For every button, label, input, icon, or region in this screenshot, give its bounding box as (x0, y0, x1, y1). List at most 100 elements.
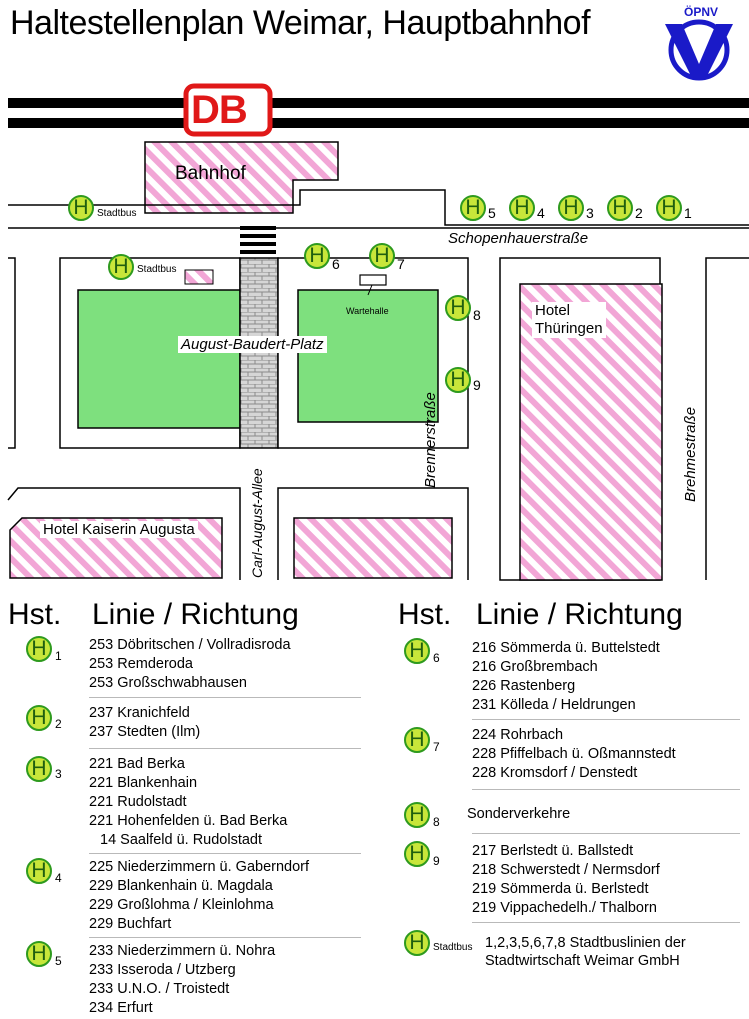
bahnhof-label: Bahnhof (175, 163, 246, 184)
curb-west (8, 257, 16, 449)
stop-9-number: 9 (473, 377, 481, 393)
legend-separator (472, 833, 740, 834)
legend-line: 219 Vippachedelh./ Thalborn (472, 900, 657, 916)
legend-stop-8-number: 8 (433, 815, 440, 829)
legend-separator (89, 853, 361, 854)
stop-5-marker[interactable]: H (460, 195, 486, 221)
august-baudert-platz-label: August-Baudert-Platz (178, 336, 327, 353)
crosswalk (240, 226, 276, 254)
legend-stop-7-number: 7 (433, 740, 440, 754)
legend-stop-stadtbus-label: Stadtbus (433, 942, 473, 953)
legend-line: 237 Stedten (Ilm) (89, 724, 201, 740)
stop-7-number: 7 (397, 256, 405, 272)
legend-separator (472, 719, 740, 720)
rail-track-lower (8, 118, 749, 128)
stop-2-marker[interactable]: H (607, 195, 633, 221)
legend-line: 221 Blankenhain (89, 775, 198, 791)
legend-line: 221 Hohenfelden ü. Bad Berka (89, 813, 288, 829)
legend-line: 233 U.N.O. / Troistedt (89, 981, 230, 997)
legend-stop-4-marker: H (26, 858, 52, 884)
page-title: Haltestellenplan Weimar, Hauptbahnhof (10, 4, 591, 42)
legend-left-hst-header: Hst. (8, 598, 62, 631)
legend-line: 228 Kromsdorf / Denstedt (472, 765, 638, 781)
oepnv-v-icon (665, 24, 733, 80)
legend-line: 218 Schwerstedt / Nermsdorf (472, 862, 660, 878)
legend-stop-5-number: 5 (55, 954, 62, 968)
stop-5-number: 5 (488, 205, 496, 221)
legend-stop-7-marker: H (404, 727, 430, 753)
legend-line: Stadtwirtschaft Weimar GmbH (485, 953, 680, 969)
legend-stop-1-marker: H (26, 636, 52, 662)
stop-8-marker[interactable]: H (445, 295, 471, 321)
carl-august-allee-paving (239, 257, 279, 449)
green-area-east (297, 289, 439, 423)
legend-line: 229 Buchfart (89, 916, 172, 932)
legend-line: 224 Rohrbach (472, 727, 564, 743)
oepnv-logo: ÖPNV (665, 4, 733, 81)
wartehalle-pointer (367, 284, 373, 296)
legend-line: 226 Rastenberg (472, 678, 576, 694)
db-logo-label: DB (191, 88, 248, 132)
stop-3-number: 3 (586, 205, 594, 221)
legend-stop-stadtbus-marker: H (404, 930, 430, 956)
stop-7-marker[interactable]: H (369, 243, 395, 269)
stop-9-marker[interactable]: H (445, 367, 471, 393)
schopenhauerstrasse-label: Schopenhauerstraße (448, 230, 589, 247)
legend-separator (472, 789, 740, 790)
brehmestrasse-label: Brehmestraße (682, 406, 699, 502)
stop-1-marker[interactable]: H (656, 195, 682, 221)
legend-line: 233 Isseroda / Utzberg (89, 962, 236, 978)
legend-line: 229 Großlohma / Kleinlohma (89, 897, 274, 913)
legend-line: 229 Blankenhain ü. Magdala (89, 878, 273, 894)
legend-stop-9-number: 9 (433, 854, 440, 868)
oepnv-logo-label: ÖPNV (684, 4, 718, 19)
bahnhof-building (144, 141, 339, 214)
stop-stadtbus-west-label: Stadtbus (137, 264, 177, 275)
legend-separator (89, 937, 361, 938)
legend-line: 221 Rudolstadt (89, 794, 187, 810)
stop-3-marker[interactable]: H (558, 195, 584, 221)
legend-line: 14 Saalfeld ü. Rudolstadt (100, 832, 263, 848)
legend-stop-9-marker: H (404, 841, 430, 867)
stop-stadtbus-west[interactable]: H (108, 254, 134, 280)
stop-4-marker[interactable]: H (509, 195, 535, 221)
legend-line: 253 Döbritschen / Vollradisroda (89, 637, 291, 653)
legend-stop-3-marker: H (26, 756, 52, 782)
curb-east (705, 257, 749, 580)
legend-stop-8-marker: H (404, 802, 430, 828)
stop-2-number: 2 (635, 205, 643, 221)
station-map (7, 83, 749, 581)
green-area-west (77, 289, 241, 429)
legend-line: 234 Erfurt (89, 1000, 153, 1016)
legend-separator (89, 697, 361, 698)
legend-line: 1,2,3,5,6,7,8 Stadtbuslinien der (485, 935, 686, 951)
legend-line: 216 Großbrembach (472, 659, 598, 675)
block-south-edge (277, 487, 469, 580)
stadtbus-shelter (184, 269, 214, 285)
legend-line: 253 Großschwabhausen (89, 675, 247, 691)
hotel-thueringen-line1: Hotel (535, 302, 571, 319)
hotel-thueringen-line2: Thüringen (535, 320, 603, 337)
legend-stop-3-number: 3 (55, 767, 62, 781)
legend-right-linie-header: Linie / Richtung (476, 598, 683, 631)
legend-line: 217 Berlstedt ü. Ballstedt (472, 843, 634, 859)
legend-separator (89, 748, 361, 749)
stop-stadtbus-north[interactable]: H (68, 195, 94, 221)
carl-august-allee-label: Carl-August-Allee (249, 468, 265, 578)
hotel-kaiserin-label: Hotel Kaiserin Augusta (40, 521, 198, 538)
brennerstrasse-label: Brennerstraße (422, 392, 439, 488)
legend-stop-6-number: 6 (433, 651, 440, 665)
legend-line: 228 Pfiffelbach ü. Oßmannstedt (472, 746, 676, 762)
stop-6-marker[interactable]: H (304, 243, 330, 269)
legend-line: 237 Kranichfeld (89, 705, 190, 721)
legend-stop-2-number: 2 (55, 717, 62, 731)
rail-track-upper (8, 98, 749, 108)
legend-line: 219 Sömmerda ü. Berlstedt (472, 881, 649, 897)
legend-line: Sonderverkehre (467, 806, 571, 822)
stop-6-number: 6 (332, 256, 340, 272)
legend-line: 216 Sömmerda ü. Buttelstedt (472, 640, 660, 656)
legend-line: 253 Remderoda (89, 656, 193, 672)
stop-stadtbus-north-label: Stadtbus (97, 208, 137, 219)
legend-line: 221 Bad Berka (89, 756, 185, 772)
legend-stop-4-number: 4 (55, 871, 62, 885)
